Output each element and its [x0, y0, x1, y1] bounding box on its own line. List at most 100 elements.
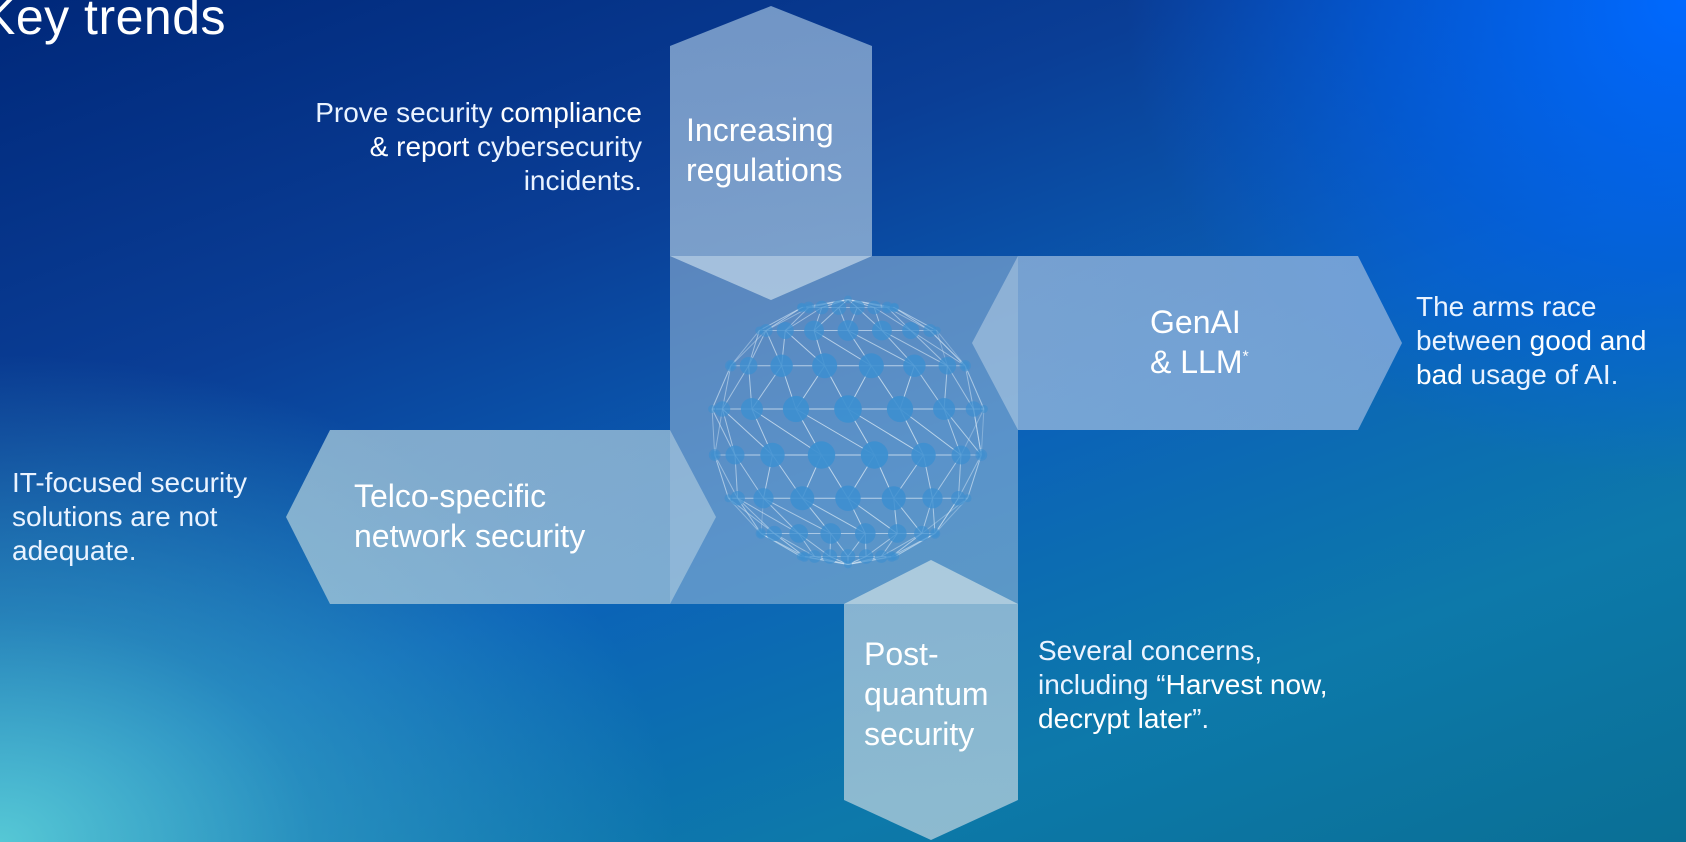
- sphere-node: [835, 485, 861, 511]
- sphere-node: [902, 322, 920, 340]
- sphere-node: [938, 356, 957, 375]
- sphere-edge: [894, 533, 936, 557]
- regulations-desc-highlight: compliance: [500, 97, 642, 128]
- genai-label-line1: GenAI: [1150, 304, 1241, 340]
- sphere-node: [814, 300, 829, 315]
- sphere-node: [858, 549, 874, 564]
- genai-desc-text: usage of AI.: [1462, 359, 1619, 390]
- sphere-node: [844, 295, 852, 304]
- sphere-edge: [737, 497, 775, 534]
- sphere-node: [922, 488, 943, 509]
- sphere-node: [820, 523, 841, 544]
- sphere-node: [760, 442, 785, 468]
- sphere-edge: [894, 533, 936, 557]
- regulations-label-line1: Increasing: [686, 112, 834, 148]
- sphere-node: [914, 525, 930, 542]
- sphere-edge: [714, 454, 729, 499]
- sphere-node: [881, 486, 906, 511]
- genai-panel: [1018, 256, 1402, 430]
- sphere-node: [887, 524, 907, 543]
- sphere-edge: [714, 454, 729, 499]
- sphere-node: [860, 441, 889, 469]
- genai-desc-text: between: [1416, 325, 1530, 356]
- genai-desc-highlight: good and: [1529, 325, 1647, 356]
- sphere-node: [975, 449, 988, 461]
- telco-label: Telco-specific network security: [354, 476, 585, 556]
- sphere-edge: [760, 533, 802, 557]
- sphere-node: [951, 490, 966, 506]
- sphere-edge: [802, 497, 866, 534]
- quantum-label-line1: Post-: [864, 636, 939, 672]
- sphere-node: [714, 401, 731, 417]
- quantum-notch: [844, 560, 1018, 604]
- sphere-edge: [711, 365, 732, 410]
- sphere-node: [959, 360, 971, 372]
- sphere-edge: [910, 330, 966, 367]
- sphere-node: [867, 300, 882, 315]
- sphere-node: [903, 354, 926, 377]
- network-sphere-icon: [708, 295, 988, 569]
- sphere-edge: [765, 307, 802, 331]
- sphere-edge: [847, 330, 915, 367]
- sphere-edge: [730, 330, 767, 367]
- sphere-node: [776, 322, 794, 340]
- quantum-description: Several concerns, including “Harvest now…: [1038, 634, 1368, 736]
- sphere-node: [724, 494, 733, 503]
- sphere-node: [725, 445, 745, 465]
- genai-description: The arms race between good and bad usage…: [1416, 290, 1681, 392]
- genai-desc-highlight: bad: [1416, 359, 1463, 390]
- sphere-node: [874, 550, 888, 563]
- sphere-node: [822, 549, 838, 564]
- regulations-label: Increasing regulations: [686, 110, 843, 190]
- sphere-edge: [929, 330, 966, 367]
- sphere-node: [730, 490, 745, 506]
- sphere-edge: [967, 454, 982, 499]
- genai-desc-text: The arms race: [1416, 291, 1597, 322]
- sphere-node: [708, 449, 721, 461]
- sphere-node: [929, 528, 941, 539]
- sphere-node: [951, 445, 971, 465]
- telco-label-line2: network security: [354, 518, 586, 554]
- sphere-edge: [980, 408, 985, 456]
- sphere-node: [886, 551, 897, 562]
- quantum-panel: [844, 560, 1018, 840]
- sphere-node: [808, 550, 822, 563]
- sphere-node: [782, 395, 810, 423]
- sphere-node: [812, 353, 838, 379]
- regulations-desc-text: Prove security: [315, 97, 501, 128]
- sphere-node: [872, 320, 892, 341]
- sphere-node: [911, 442, 936, 468]
- sphere-node: [923, 324, 937, 338]
- telco-notch: [670, 430, 716, 604]
- quantum-desc-highlight: decrypt later: [1038, 703, 1193, 734]
- sphere-edge: [730, 330, 760, 367]
- regulations-desc-text: incidents.: [523, 165, 642, 196]
- sphere-node: [725, 360, 737, 372]
- telco-panel: [286, 430, 670, 604]
- quantum-label: Post- quantum security: [864, 634, 989, 754]
- sphere-node: [753, 488, 774, 509]
- sphere-edge: [711, 365, 732, 410]
- regulations-desc-text: cybersecurity: [469, 131, 642, 162]
- sphere-node: [855, 523, 876, 544]
- regulations-description: Prove security compliance & report cyber…: [250, 96, 642, 198]
- sphere-edge: [967, 454, 982, 499]
- genai-notch: [972, 256, 1018, 430]
- sphere-node: [834, 395, 862, 423]
- sphere-node: [759, 324, 773, 338]
- sphere-edge: [760, 533, 802, 557]
- quantum-desc-text: ”.: [1192, 703, 1210, 734]
- sphere-node: [849, 300, 865, 315]
- sphere-node: [807, 441, 836, 469]
- quantum-desc-text: Several concerns,: [1038, 635, 1263, 666]
- telco-description: IT-focused security solutions are not ad…: [12, 466, 282, 568]
- regulations-label-line2: regulations: [686, 152, 843, 188]
- sphere-edge: [737, 497, 799, 534]
- sphere-node: [831, 300, 847, 315]
- sphere-edge: [964, 365, 985, 410]
- telco-desc-text: solutions are not: [12, 501, 218, 532]
- genai-label: GenAI & LLM*: [1150, 302, 1249, 382]
- sphere-node: [755, 528, 767, 539]
- sphere-node: [881, 301, 894, 314]
